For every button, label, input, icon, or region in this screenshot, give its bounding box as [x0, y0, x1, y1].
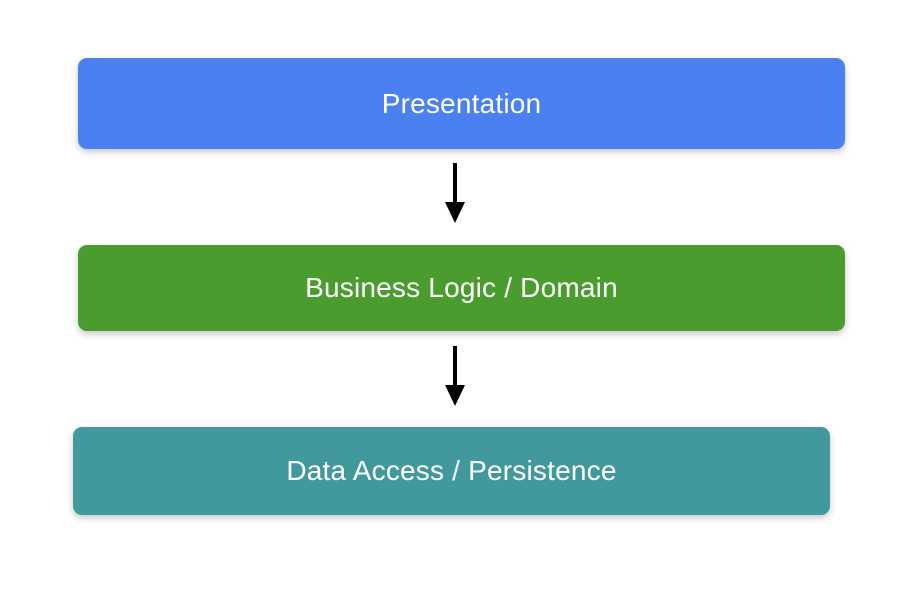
arrow-presentation-to-business-logic — [445, 163, 465, 223]
layer-box-presentation[interactable]: Presentation — [78, 58, 845, 149]
arrow-business-logic-to-data-access — [445, 346, 465, 406]
layer-label-data-access: Data Access / Persistence — [286, 455, 617, 486]
arrow-head-icon — [445, 202, 465, 223]
layer-box-business-logic[interactable]: Business Logic / Domain — [78, 245, 845, 331]
arrow-head-icon — [445, 385, 465, 406]
layer-label-presentation: Presentation — [381, 87, 542, 119]
layer-box-data-access[interactable]: Data Access / Persistence — [73, 427, 830, 515]
layer-label-business-logic: Business Logic / Domain — [305, 272, 618, 303]
